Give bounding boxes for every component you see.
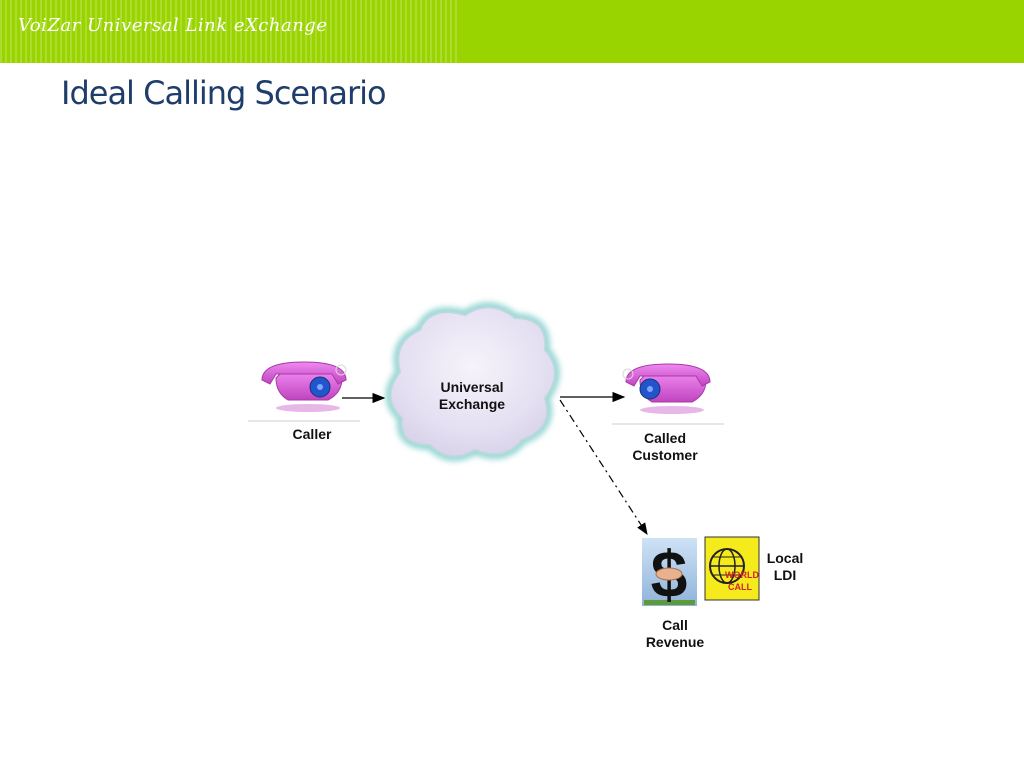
worldcall-text-world: WORLD <box>725 570 759 580</box>
worldcall-text-call: CALL <box>728 582 752 592</box>
brand-title: VoiZar Universal Link eXchange <box>18 15 328 36</box>
call-revenue-label: Call Revenue <box>645 617 705 650</box>
universal-exchange-label: Universal Exchange <box>438 379 506 412</box>
header-bar: VoiZar Universal Link eXchange <box>0 0 1024 63</box>
local-ldi-label: Local LDI <box>766 550 804 583</box>
caller-phone-icon <box>248 356 360 426</box>
header-stripes <box>0 0 460 63</box>
dollar-handshake-icon: $ <box>642 537 697 611</box>
called-customer-phone-icon <box>608 356 726 428</box>
page-title: Ideal Calling Scenario <box>61 74 387 112</box>
called-customer-label: Called Customer <box>632 430 698 463</box>
arrow-exchange-to-revenue <box>559 399 648 536</box>
universal-exchange-cloud <box>385 302 560 462</box>
worldcall-logo: WORLD CALL <box>704 536 760 601</box>
caller-label: Caller <box>292 426 332 442</box>
